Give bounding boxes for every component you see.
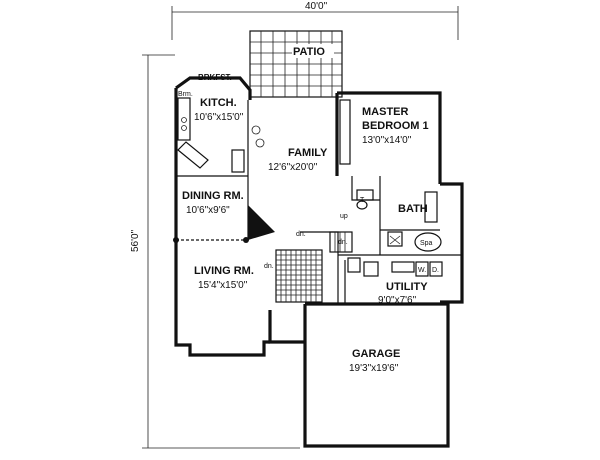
stair-dn-label-3: dn. bbox=[264, 263, 274, 270]
spa-label: Spa bbox=[420, 240, 433, 247]
master-size: 13'0"x14'0" bbox=[362, 135, 412, 146]
width-dimension-line bbox=[171, 6, 459, 40]
depth-dimension-label: 56'0" bbox=[130, 229, 141, 252]
kitchen-label: KITCH. bbox=[200, 97, 237, 109]
width-dimension-label: 40'0" bbox=[305, 1, 328, 12]
master-label-line2: BEDROOM 1 bbox=[362, 120, 429, 132]
washer-label: W. bbox=[418, 267, 426, 274]
bath-fixtures bbox=[356, 189, 442, 252]
bath-label: BATH bbox=[398, 203, 428, 215]
exterior-walls bbox=[174, 76, 464, 448]
patio-area bbox=[249, 30, 343, 98]
stair-up-label: up bbox=[340, 213, 348, 220]
kitchen-counters bbox=[177, 97, 265, 173]
dining-size: 10'6"x9'6" bbox=[186, 205, 230, 216]
interior-walls bbox=[176, 100, 462, 304]
utility-size: 9'0"x7'6" bbox=[378, 295, 417, 306]
utility-fixtures bbox=[347, 257, 443, 277]
depth-dimension-line bbox=[142, 54, 300, 449]
stair-dn-label-2: dn. bbox=[338, 239, 348, 246]
kitchen-bench-label: Brm. bbox=[178, 91, 193, 98]
living-size: 15'4"x15'0" bbox=[198, 280, 248, 291]
stairs bbox=[275, 231, 353, 303]
column-east bbox=[243, 237, 249, 243]
toilet-label: T. bbox=[360, 197, 366, 204]
patio-label: PATIO bbox=[293, 46, 325, 58]
fireplace bbox=[248, 205, 275, 240]
family-label: FAMILY bbox=[288, 147, 328, 159]
garage-label: GARAGE bbox=[352, 348, 400, 360]
utility-label: UTILITY bbox=[386, 281, 428, 293]
family-size: 12'6"x20'0" bbox=[268, 162, 318, 173]
master-closet bbox=[339, 99, 351, 165]
living-label: LIVING RM. bbox=[194, 265, 254, 277]
kitchen-size: 10'6"x15'0" bbox=[194, 112, 244, 123]
dining-label: DINING RM. bbox=[182, 190, 244, 202]
breakfast-label: BRKFST. bbox=[198, 73, 232, 82]
dryer-label: D. bbox=[432, 267, 439, 274]
master-label-line1: MASTER bbox=[362, 106, 409, 118]
column-west bbox=[173, 237, 179, 243]
garage-size: 19'3"x19'6" bbox=[349, 363, 399, 374]
stair-dn-label-1: dn. bbox=[296, 231, 306, 238]
